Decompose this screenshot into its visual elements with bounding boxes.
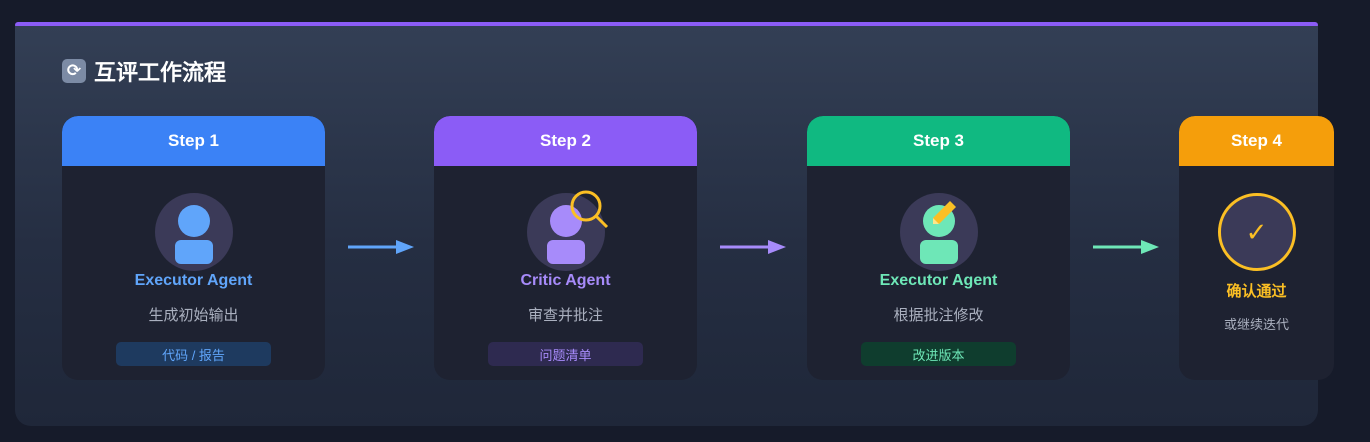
step-desc: 或继续迭代 xyxy=(1223,317,1289,332)
arrow-right-icon xyxy=(720,240,786,254)
output-tag: 问题清单 xyxy=(488,342,643,366)
arrow-right-icon xyxy=(348,240,414,254)
title-text: 互评工作流程 xyxy=(94,60,227,85)
step-header: Step 3 xyxy=(807,116,1070,166)
step-card-3: Step 3 Executor Agent 根据批注修改 改进版本 xyxy=(807,116,1070,380)
agent-name: Executor Agent xyxy=(134,272,253,289)
output-tag: 改进版本 xyxy=(861,342,1016,366)
refresh-icon: ⟳ xyxy=(62,59,86,83)
step-card-1: Step 1 Executor Agent 生成初始输出 代码 / 报告 xyxy=(62,116,325,380)
magnifier-icon xyxy=(570,190,608,229)
user-avatar-icon xyxy=(899,193,978,271)
pencil-icon xyxy=(932,201,956,224)
arrow-right-icon xyxy=(1093,240,1159,254)
step-header: Step 4 xyxy=(1179,116,1334,166)
result-label: 确认通过 xyxy=(1226,283,1287,300)
step-card-2: Step 2 Critic Agent 审查并批注 问题清单 xyxy=(434,116,697,380)
check-icon: ✓ xyxy=(1217,193,1296,271)
output-tag: 代码 / 报告 xyxy=(116,342,271,366)
agent-name: Executor Agent xyxy=(879,272,998,289)
step-desc: 生成初始输出 xyxy=(148,307,239,324)
agent-name: Critic Agent xyxy=(520,272,611,289)
step-desc: 审查并批注 xyxy=(527,307,603,324)
user-avatar-icon xyxy=(154,193,233,271)
panel-title: ⟳ 互评工作流程 xyxy=(62,55,226,87)
step-header: Step 2 xyxy=(434,116,697,166)
step-header: Step 1 xyxy=(62,116,325,166)
step-card-4: Step 4 ✓ 确认通过 或继续迭代 xyxy=(1179,116,1334,380)
accent-bar xyxy=(15,22,1318,28)
step-desc: 根据批注修改 xyxy=(893,307,984,324)
user-avatar-icon xyxy=(526,190,608,271)
